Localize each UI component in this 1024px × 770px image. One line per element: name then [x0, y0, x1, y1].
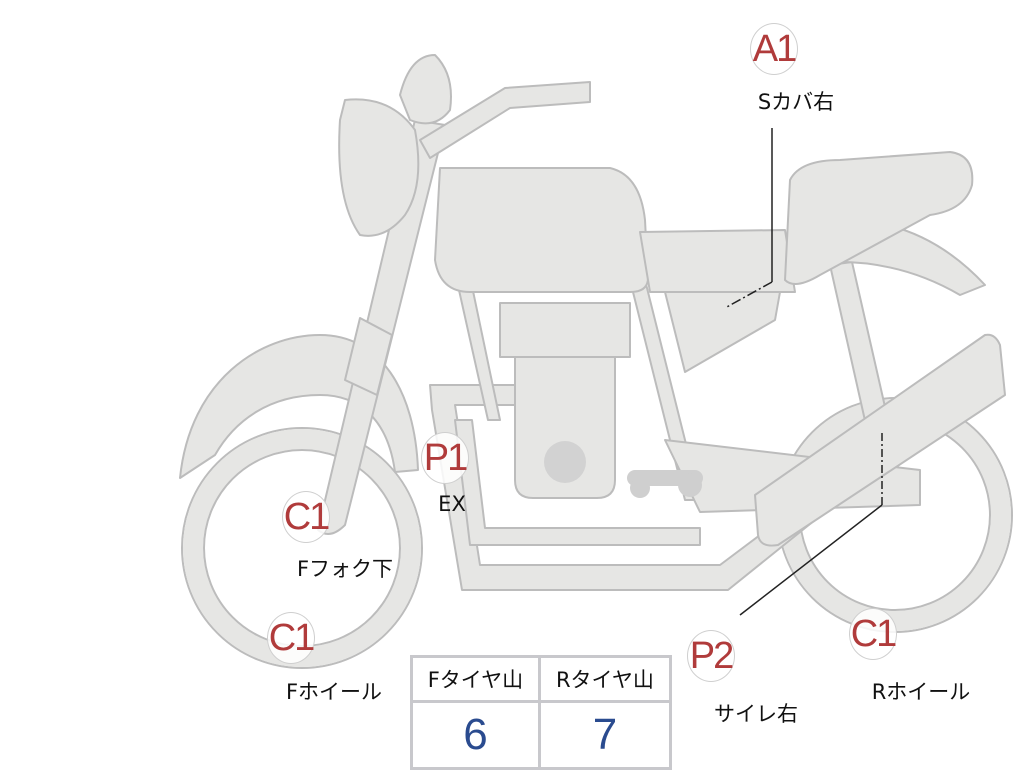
- handlebar: [419, 81, 591, 159]
- label-ex: EX: [438, 492, 466, 516]
- header-rear-tread: Rタイヤ山: [537, 655, 673, 703]
- tire-tread-table: Fタイヤ山 Rタイヤ山 6 7: [410, 655, 673, 770]
- marker-c1-rear-wheel: C1: [849, 608, 897, 660]
- rear-shock: [829, 261, 889, 426]
- marker-p2: P2: [687, 630, 735, 682]
- engine-block: [514, 356, 616, 499]
- header-front-tread: Fタイヤ山: [410, 655, 541, 703]
- seat: [639, 229, 796, 293]
- side-cover: [664, 291, 781, 373]
- label-s-cover-right: Sカバ右: [757, 90, 835, 114]
- leader-p2: [739, 504, 883, 616]
- muffler: [754, 333, 1006, 547]
- engine-top: [499, 302, 631, 358]
- front-wheel: [181, 427, 423, 669]
- value-rear-tread: 7: [537, 700, 673, 770]
- mirror: [399, 54, 452, 125]
- value-front-tread: 6: [410, 700, 541, 770]
- label-rear-wheel: Rホイール: [871, 680, 971, 704]
- marker-c1-fork: C1: [282, 491, 330, 543]
- rear-seat: [784, 151, 974, 285]
- label-front-fork-lower: Fフォク下: [296, 557, 394, 581]
- headlight: [338, 98, 420, 237]
- label-front-wheel: Fホイール: [285, 680, 383, 704]
- fuel-tank: [434, 167, 649, 293]
- marker-a1: A1: [750, 23, 798, 75]
- label-muffler-right: サイレ右: [714, 702, 798, 726]
- marker-c1-front-wheel: C1: [267, 612, 315, 664]
- marker-p1: P1: [421, 432, 469, 484]
